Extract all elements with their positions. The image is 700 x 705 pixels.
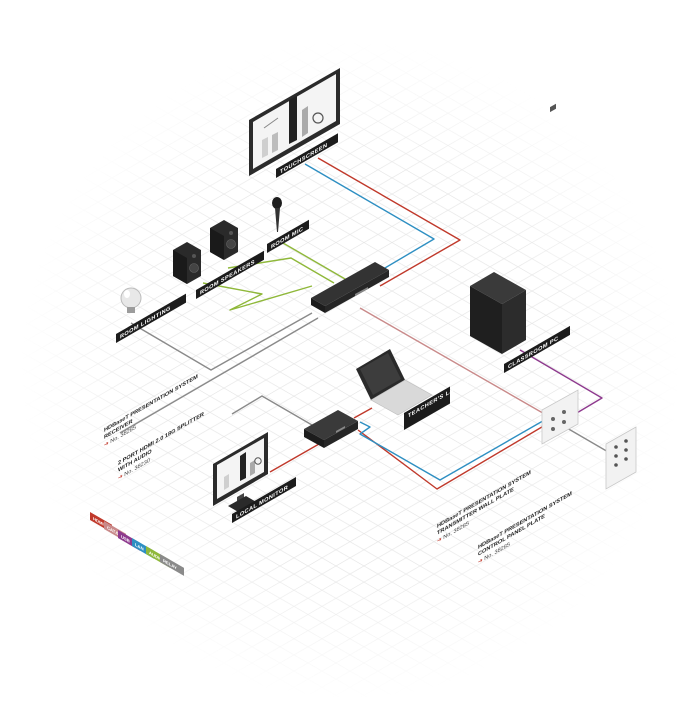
cable-relay-receiver bbox=[119, 317, 319, 434]
cable-relay-splitter bbox=[231, 395, 313, 426]
cable-hdmi-splitter-laptop bbox=[353, 407, 373, 419]
legend-label-lan: LAN bbox=[135, 542, 144, 552]
receiver-device bbox=[311, 262, 389, 313]
cable-lan-touchscreen bbox=[304, 163, 435, 279]
transmitter-wall-plate-device bbox=[541, 103, 579, 445]
cables bbox=[119, 157, 623, 490]
background-grid bbox=[18, 38, 682, 702]
teachers-laptop-device bbox=[356, 349, 433, 416]
local-monitor-device bbox=[213, 432, 268, 513]
cable-audio-mic bbox=[282, 242, 353, 284]
room-speakers-device bbox=[173, 220, 238, 284]
cable-hdmi-monitor bbox=[269, 439, 327, 473]
cable-relay-lighting bbox=[130, 312, 313, 371]
legend-label-hdmi: HDMI bbox=[93, 516, 104, 527]
room-mic-device bbox=[272, 197, 282, 232]
cable-audio-speakers-2 bbox=[202, 282, 313, 311]
classroom-pc-device bbox=[470, 272, 526, 354]
touchscreen-device bbox=[249, 68, 340, 176]
control-panel-plate-device bbox=[605, 426, 637, 490]
cable-hdmi-touchscreen bbox=[317, 157, 461, 287]
splitter-device bbox=[304, 410, 358, 448]
cable-hdmi-splitter-wallplate bbox=[357, 420, 553, 490]
room-lighting-device bbox=[120, 287, 142, 313]
legend-label-usb: USB bbox=[121, 534, 131, 544]
cable-cat-receiver-wallplate bbox=[359, 307, 549, 417]
cable-legend: HDMI CAT.6 USB LAN AUDIO RELAY bbox=[90, 512, 184, 576]
legend-label-cat: CAT.6 bbox=[107, 525, 119, 536]
cable-lan-splitter-wallplate bbox=[359, 417, 549, 481]
